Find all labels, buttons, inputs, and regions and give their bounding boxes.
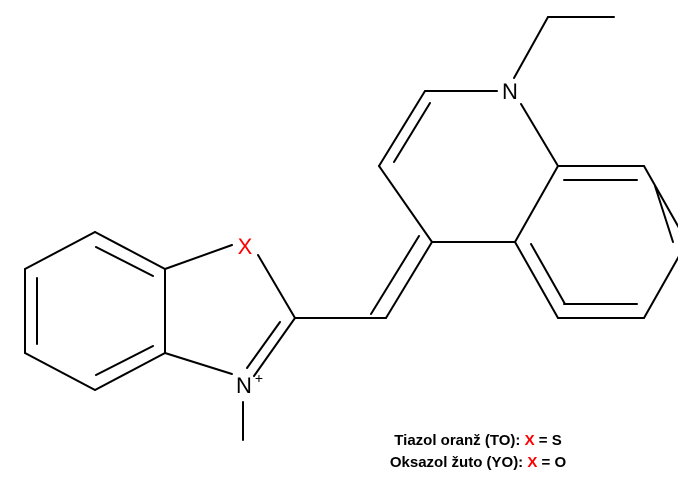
bond bbox=[24, 231, 96, 270]
legend-variable-symbol: X bbox=[524, 432, 535, 449]
nitrogen-charge-label: + bbox=[255, 370, 263, 386]
double-bond-inner bbox=[95, 345, 154, 376]
legend-dye-name: Oksazol žuto (YO): bbox=[389, 454, 524, 471]
bond bbox=[643, 165, 678, 229]
bond bbox=[514, 165, 559, 243]
bond bbox=[94, 352, 166, 391]
legend-atom: O bbox=[554, 454, 567, 471]
legend-equals: = bbox=[538, 432, 548, 449]
bond bbox=[24, 352, 96, 391]
double-bond-inner bbox=[393, 102, 431, 163]
legend-dye-name: Tiazol oranž (TO): bbox=[394, 432, 521, 449]
quinoline-pyridine-ring bbox=[378, 16, 615, 243]
variable-atom-label: X bbox=[238, 234, 253, 259]
legend: Tiazol oranž (TO): X = S Oksazol žuto (Y… bbox=[348, 430, 608, 474]
bond bbox=[378, 90, 426, 167]
benzazole-nitrogen-label: N bbox=[236, 373, 252, 398]
double-bond-inner bbox=[654, 185, 674, 243]
double-bond-inner bbox=[530, 243, 566, 305]
bond bbox=[643, 255, 678, 319]
double-bond-inner bbox=[370, 235, 420, 315]
bond bbox=[164, 352, 233, 375]
bond bbox=[520, 103, 559, 167]
bond bbox=[257, 254, 296, 319]
bond bbox=[513, 16, 549, 79]
bond bbox=[385, 241, 433, 319]
benzazole-benzene-ring bbox=[24, 231, 166, 391]
quinoline-nitrogen-label: N bbox=[502, 79, 518, 104]
methine-bridge bbox=[294, 235, 433, 319]
bond bbox=[253, 317, 296, 377]
bond bbox=[164, 244, 233, 270]
legend-row-thiazole-orange: Tiazol oranž (TO): X = S bbox=[348, 430, 608, 452]
legend-row-oxazole-yellow: Oksazol žuto (YO): X = O bbox=[348, 452, 608, 474]
legend-equals: = bbox=[541, 454, 551, 471]
double-bond-inner bbox=[95, 246, 154, 277]
bond bbox=[94, 231, 166, 270]
bond bbox=[514, 241, 559, 319]
azole-ring bbox=[164, 244, 296, 441]
legend-atom: S bbox=[551, 432, 562, 449]
bond bbox=[378, 165, 433, 243]
double-bond-inner bbox=[246, 321, 281, 369]
quinoline-benzene-ring bbox=[514, 165, 678, 319]
legend-variable-symbol: X bbox=[527, 454, 538, 471]
